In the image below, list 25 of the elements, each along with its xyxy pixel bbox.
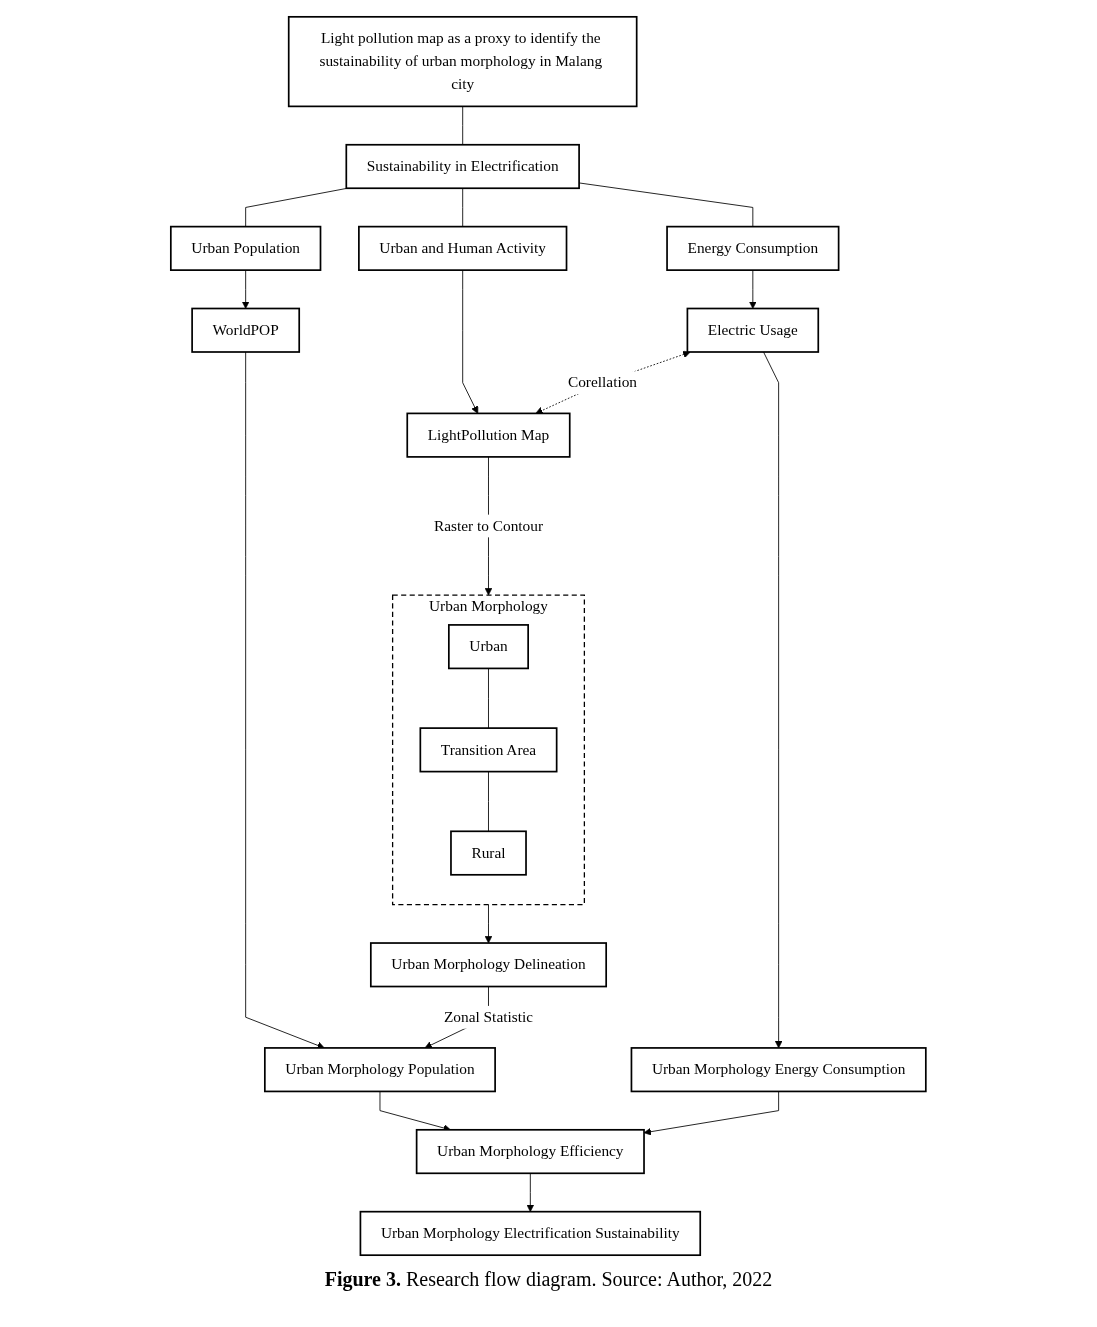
edge-label: Raster to Contour (434, 517, 544, 535)
connector (488, 771, 490, 832)
edge-label: Zonal Statistic (444, 1008, 534, 1026)
node-box: Electric Usage (686, 307, 820, 353)
node-box: Urban Population (170, 225, 322, 271)
node-box: Rural (450, 830, 528, 876)
node-box: Urban Morphology Electrification Sustainability (359, 1210, 702, 1257)
node-box: Urban Morphology Efficiency (415, 1128, 646, 1175)
edge-label: Corellation (568, 373, 638, 391)
connector (488, 668, 490, 729)
node-box: Urban and Human Activity (358, 225, 568, 271)
node-box: Urban (448, 624, 530, 670)
figure-caption: Figure 3. Research flow diagram. Source: Author, 2022 (324, 1268, 773, 1291)
node-box: Energy Consumption (666, 225, 840, 271)
node-box: Urban Morphology Population (264, 1047, 497, 1093)
node-box: Urban Morphology Delineation (370, 942, 608, 988)
node-box: Transition Area (419, 727, 558, 773)
connector (462, 187, 464, 228)
node-box: Urban Morphology Energy Consumption (630, 1047, 927, 1093)
connector (245, 187, 348, 228)
node-box: WorldPOP (191, 307, 301, 353)
connector (462, 105, 464, 146)
node-box: Sustainability in Electrification (345, 143, 581, 190)
node-box: LightPollution Map (406, 412, 571, 458)
node-box: Light pollution map as a proxy to identify the sustainability of urban morphology in Malang city (288, 15, 638, 108)
